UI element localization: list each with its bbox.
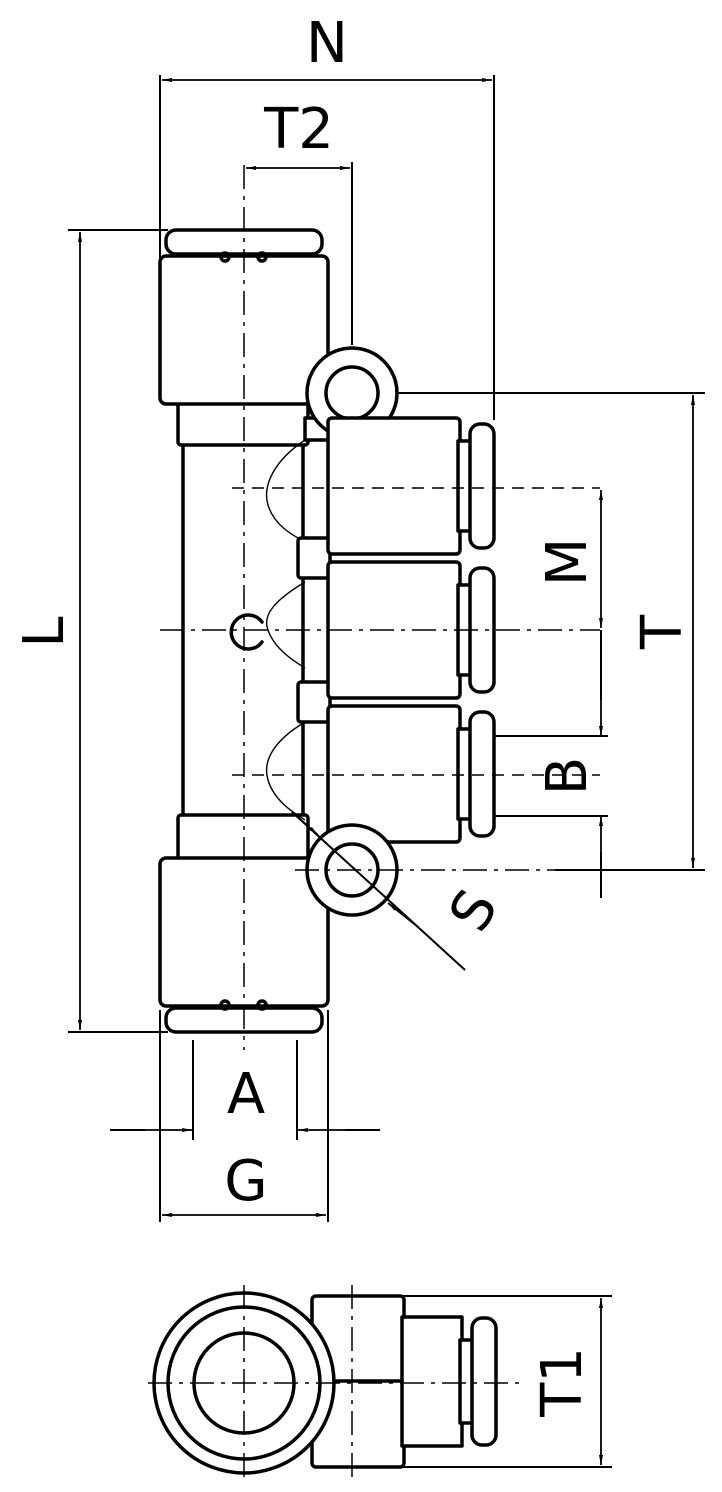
label-T2: T2 xyxy=(263,97,334,162)
label-N: N xyxy=(306,11,348,76)
outlet-port-3 xyxy=(326,704,496,844)
front-view xyxy=(158,165,600,1050)
label-G: G xyxy=(224,1149,267,1214)
label-T: T xyxy=(630,614,695,650)
center-mark xyxy=(229,613,264,651)
side-view xyxy=(148,1285,520,1480)
label-S: S xyxy=(437,879,511,942)
outlet-port-2 xyxy=(296,560,496,724)
dimensions xyxy=(68,75,705,1468)
label-M: M xyxy=(535,538,600,586)
body-lower-step xyxy=(176,813,310,862)
outlet-port-1 xyxy=(296,416,496,580)
dimension-labels: N T2 L M T B S A G T1 xyxy=(12,11,695,1418)
label-T1: T1 xyxy=(530,1347,595,1418)
label-A: A xyxy=(227,1062,265,1127)
main-body xyxy=(181,398,305,862)
label-L: L xyxy=(12,616,77,647)
label-B: B xyxy=(535,757,600,795)
mounting-hole-top xyxy=(303,346,399,442)
body-upper-step xyxy=(176,398,310,447)
